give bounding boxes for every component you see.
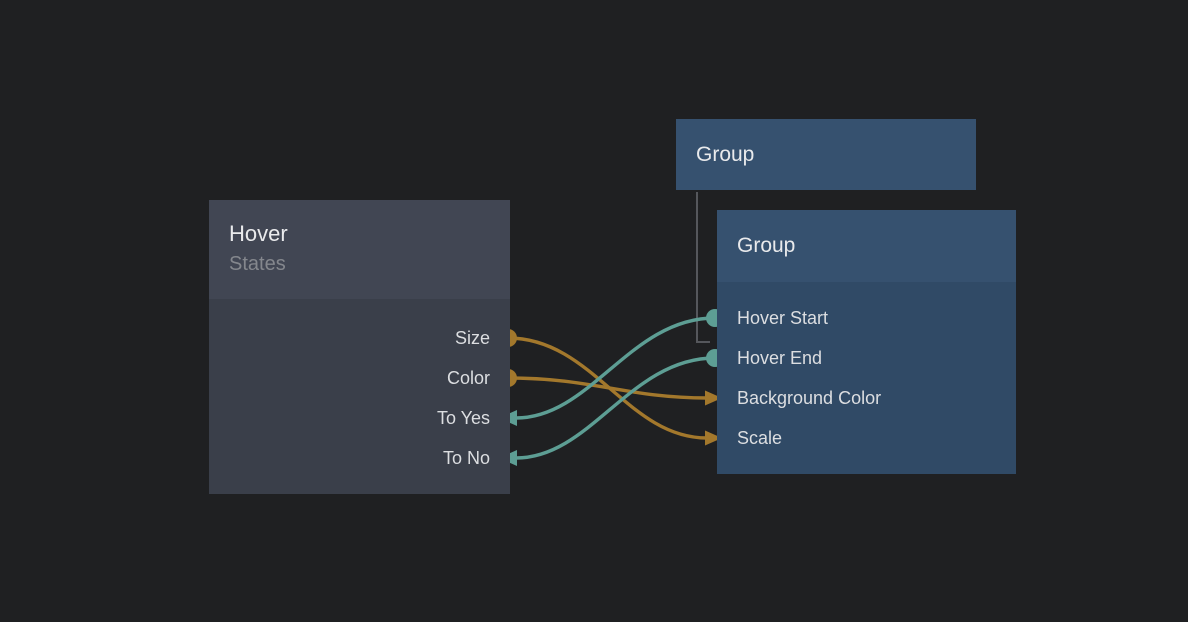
port-label-background-color: Background Color [737, 388, 882, 408]
node-hover-header[interactable]: Hover States [209, 200, 510, 299]
wire-hover-end-to-to-no[interactable] [515, 356, 716, 460]
node-title: Hover [229, 221, 288, 246]
node-group-collapsed-header[interactable]: Group [676, 119, 976, 168]
port-label-color: Color [446, 368, 490, 388]
node-title: Group [696, 143, 755, 166]
hierarchy-connector-line [696, 192, 710, 343]
port-label-size: Size [454, 328, 490, 348]
node-group-collapsed[interactable]: Group [676, 119, 976, 190]
wire-size-to-scale[interactable] [507, 336, 708, 440]
port-label-hover-start: Hover Start [737, 308, 829, 328]
node-hover-states[interactable]: Hover States Size Color To Yes To No [209, 200, 510, 494]
node-group-header[interactable]: Group [717, 210, 1016, 282]
wire-color-to-background-color[interactable] [507, 376, 708, 400]
port-label-to-no: To No [442, 448, 490, 468]
node-subtitle: States [229, 252, 286, 275]
port-label-hover-end: Hover End [737, 348, 823, 368]
port-label-to-yes: To Yes [436, 408, 490, 428]
node-title: Group [737, 234, 796, 257]
wire-hover-start-to-to-yes[interactable] [515, 316, 716, 420]
port-label-scale: Scale [737, 428, 783, 448]
node-group[interactable]: Group Hover Start Hover End Background C… [717, 210, 1016, 474]
